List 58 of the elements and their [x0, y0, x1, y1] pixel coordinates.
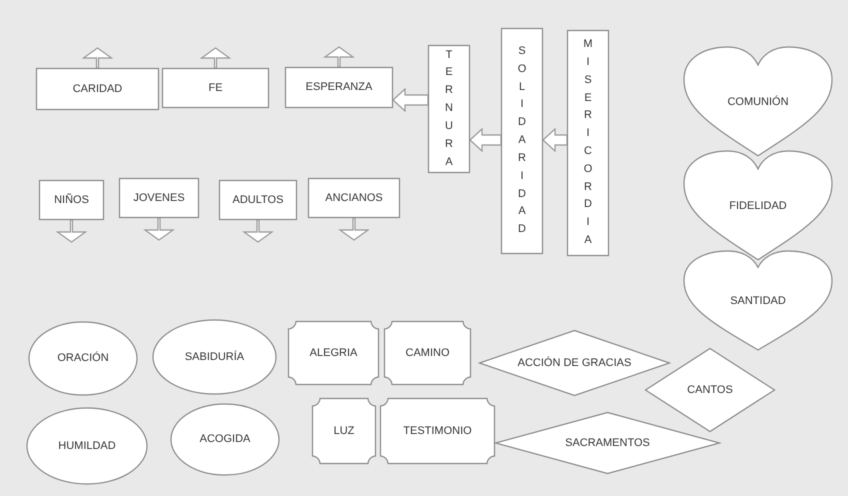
node-label: JOVENES [133, 190, 185, 206]
block-arrow [542, 128, 568, 152]
node-label: ANCIANOS [325, 190, 383, 206]
node-label: LUZ [334, 424, 354, 438]
block-arrow [392, 88, 429, 112]
plaque-shape [312, 398, 376, 464]
node-label: MISERICORDIA [583, 37, 593, 248]
node-label: HUMILDAD [58, 438, 116, 454]
diamond-shape [479, 330, 670, 396]
plaque-shape [384, 321, 471, 385]
node-label: ACOGIDA [200, 432, 250, 447]
node-label: SOLIDARIDAD [518, 44, 526, 238]
node-label: ESPERANZA [306, 80, 372, 95]
oval-shape [152, 319, 277, 395]
text-box [36, 68, 159, 110]
block-arrow [242, 219, 274, 243]
node-label: FIDELIDAD [729, 198, 787, 214]
node-label: CANTOS [687, 382, 733, 398]
node-label: CAMINO [406, 346, 450, 360]
node-label: CARIDAD [72, 82, 122, 96]
diamond-shape [645, 348, 775, 432]
text-box [219, 180, 297, 220]
oval-shape [170, 403, 280, 476]
text-box [285, 67, 393, 108]
vertical-text-box [428, 45, 470, 173]
block-arrow [82, 47, 114, 69]
block-arrow [323, 46, 355, 68]
text-box [119, 178, 199, 218]
node-label: ADULTOS [232, 192, 284, 208]
heart-shape [683, 150, 833, 262]
node-label: NIÑOS [54, 192, 89, 208]
node-label: COMUNIÓN [727, 94, 789, 110]
node-label: ALEGRIA [310, 346, 358, 360]
oval-shape [26, 407, 148, 485]
plaque-shape [288, 321, 379, 385]
node-label: SACRAMENTOS [565, 436, 650, 450]
block-arrow [469, 128, 502, 152]
block-arrow [200, 47, 232, 69]
node-label: SANTIDAD [730, 294, 786, 308]
text-box [308, 178, 400, 218]
diamond-shape [495, 412, 720, 474]
node-label: TESTIMONIO [403, 424, 472, 438]
block-arrow [338, 217, 370, 241]
vertical-text-box [567, 30, 609, 256]
oval-shape [28, 321, 138, 396]
node-label: SABIDURÍA [184, 350, 244, 364]
node-label: ACCIÓN DE GRACIAS [518, 356, 632, 370]
node-label: ORACIÓN [57, 351, 109, 366]
vertical-text-box [501, 28, 543, 254]
heart-shape [683, 250, 833, 352]
node-label: TERNURA [445, 48, 453, 170]
plaque-shape [380, 398, 495, 464]
block-arrow [56, 219, 88, 243]
node-label: FE [208, 80, 223, 96]
text-box [39, 180, 104, 220]
text-box [162, 68, 269, 108]
heart-shape [683, 46, 833, 158]
block-arrow [143, 217, 175, 241]
